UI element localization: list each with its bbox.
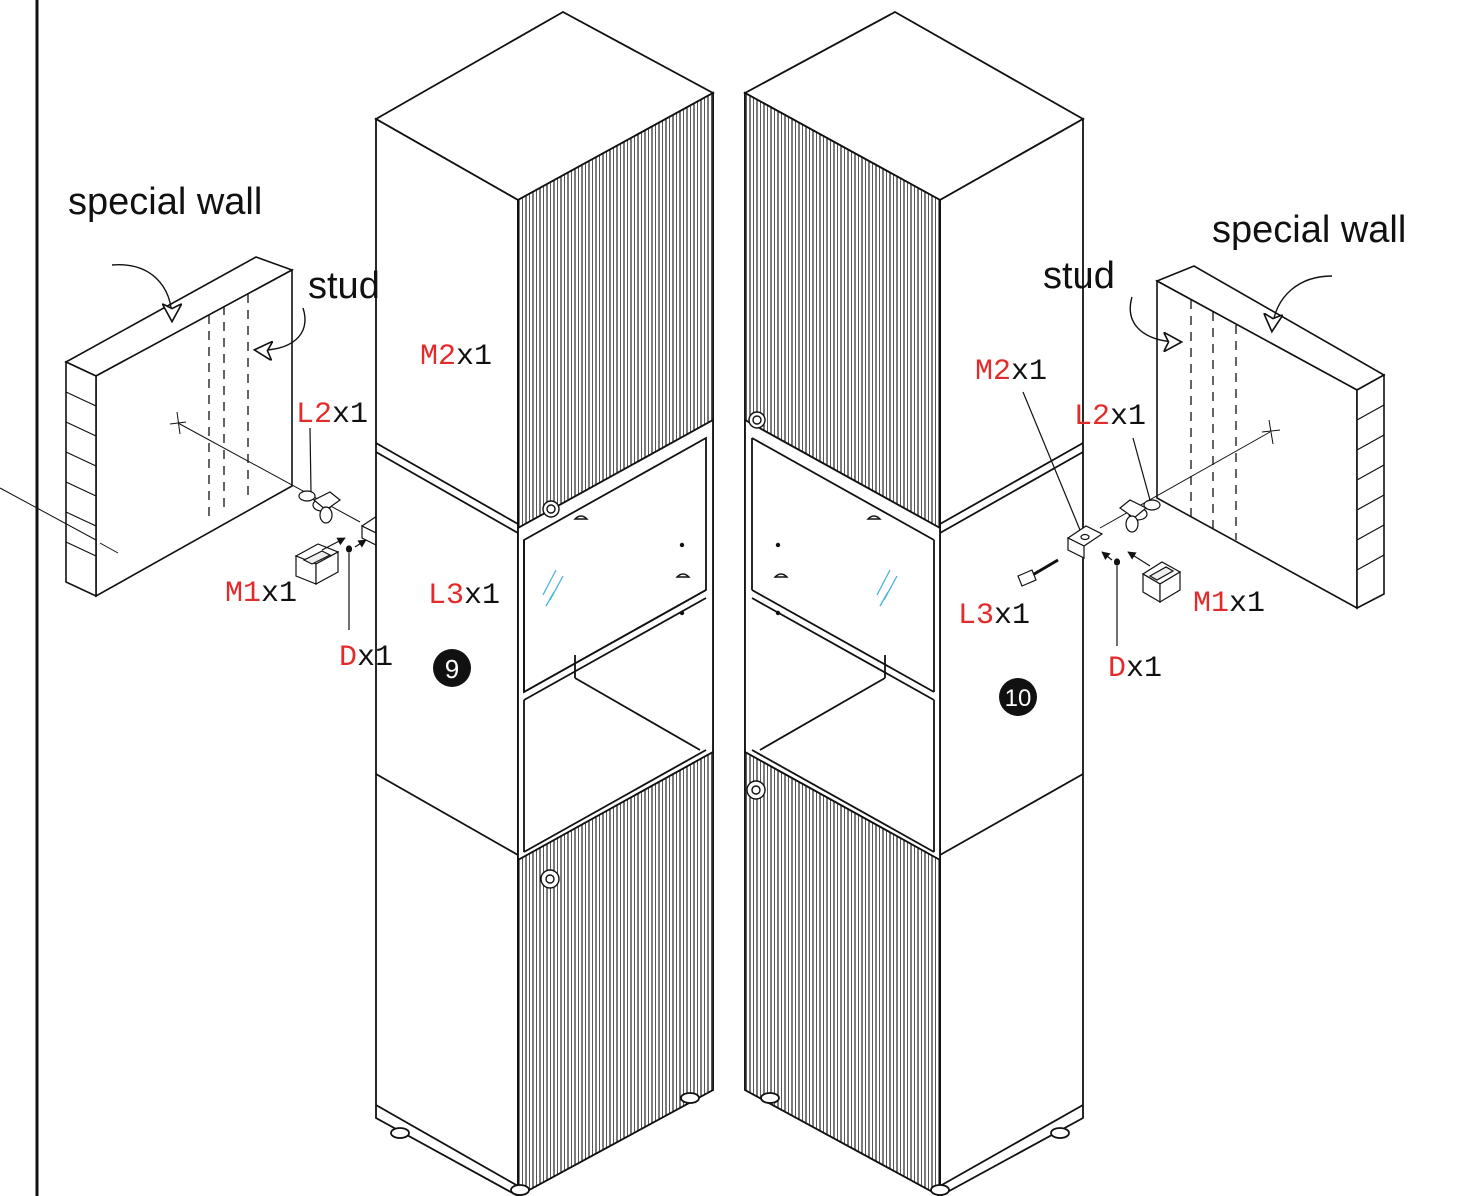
- part-d-right: Dx1: [1108, 652, 1162, 686]
- svg-text:9: 9: [445, 654, 459, 684]
- left-d-arrow: [354, 539, 367, 548]
- right-glass-reflection: [876, 569, 898, 607]
- part-l2-left: L2x1: [296, 398, 368, 432]
- left-wall-panel: [0, 256, 294, 598]
- right-leaders: [1022, 391, 1151, 646]
- stud-label-left: stud: [308, 265, 380, 307]
- right-cabinet: [743, 10, 1085, 1196]
- right-hardware: [1017, 499, 1182, 604]
- part-m2-right: M2x1: [975, 355, 1047, 389]
- left-glass-reflection: [542, 569, 564, 607]
- right-m1-arrow: [1127, 551, 1151, 567]
- left-m1-arrow: [321, 537, 346, 551]
- right-wall-curved-arrow: [1272, 275, 1333, 330]
- left-wall-curved-arrow: [111, 264, 172, 320]
- right-d-arrow: [1101, 551, 1113, 561]
- part-m1-left: M1x1: [225, 577, 297, 611]
- part-m1-right: M1x1: [1193, 587, 1265, 621]
- part-l3-right: L3x1: [958, 599, 1030, 633]
- step-10-badge: 10: [999, 678, 1037, 716]
- part-m2-left: M2x1: [420, 340, 492, 374]
- part-l2-right: L2x1: [1074, 400, 1146, 434]
- left-cabinet: [374, 10, 715, 1196]
- special-wall-label-right: special wall: [1212, 209, 1406, 251]
- right-cabinet-knobs: [746, 411, 882, 800]
- right-wall-panel: [1155, 265, 1386, 610]
- left-stud-curved-arrow: [256, 307, 306, 350]
- step-9-badge: 9: [433, 649, 471, 687]
- part-d-left: Dx1: [339, 641, 393, 675]
- left-cabinet-knobs: [540, 500, 691, 889]
- stud-label-right: stud: [1043, 255, 1115, 297]
- part-l3-left: L3x1: [428, 579, 500, 613]
- special-wall-label-left: special wall: [68, 181, 262, 223]
- svg-text:10: 10: [1005, 685, 1032, 712]
- right-stud-curved-arrow: [1129, 296, 1180, 342]
